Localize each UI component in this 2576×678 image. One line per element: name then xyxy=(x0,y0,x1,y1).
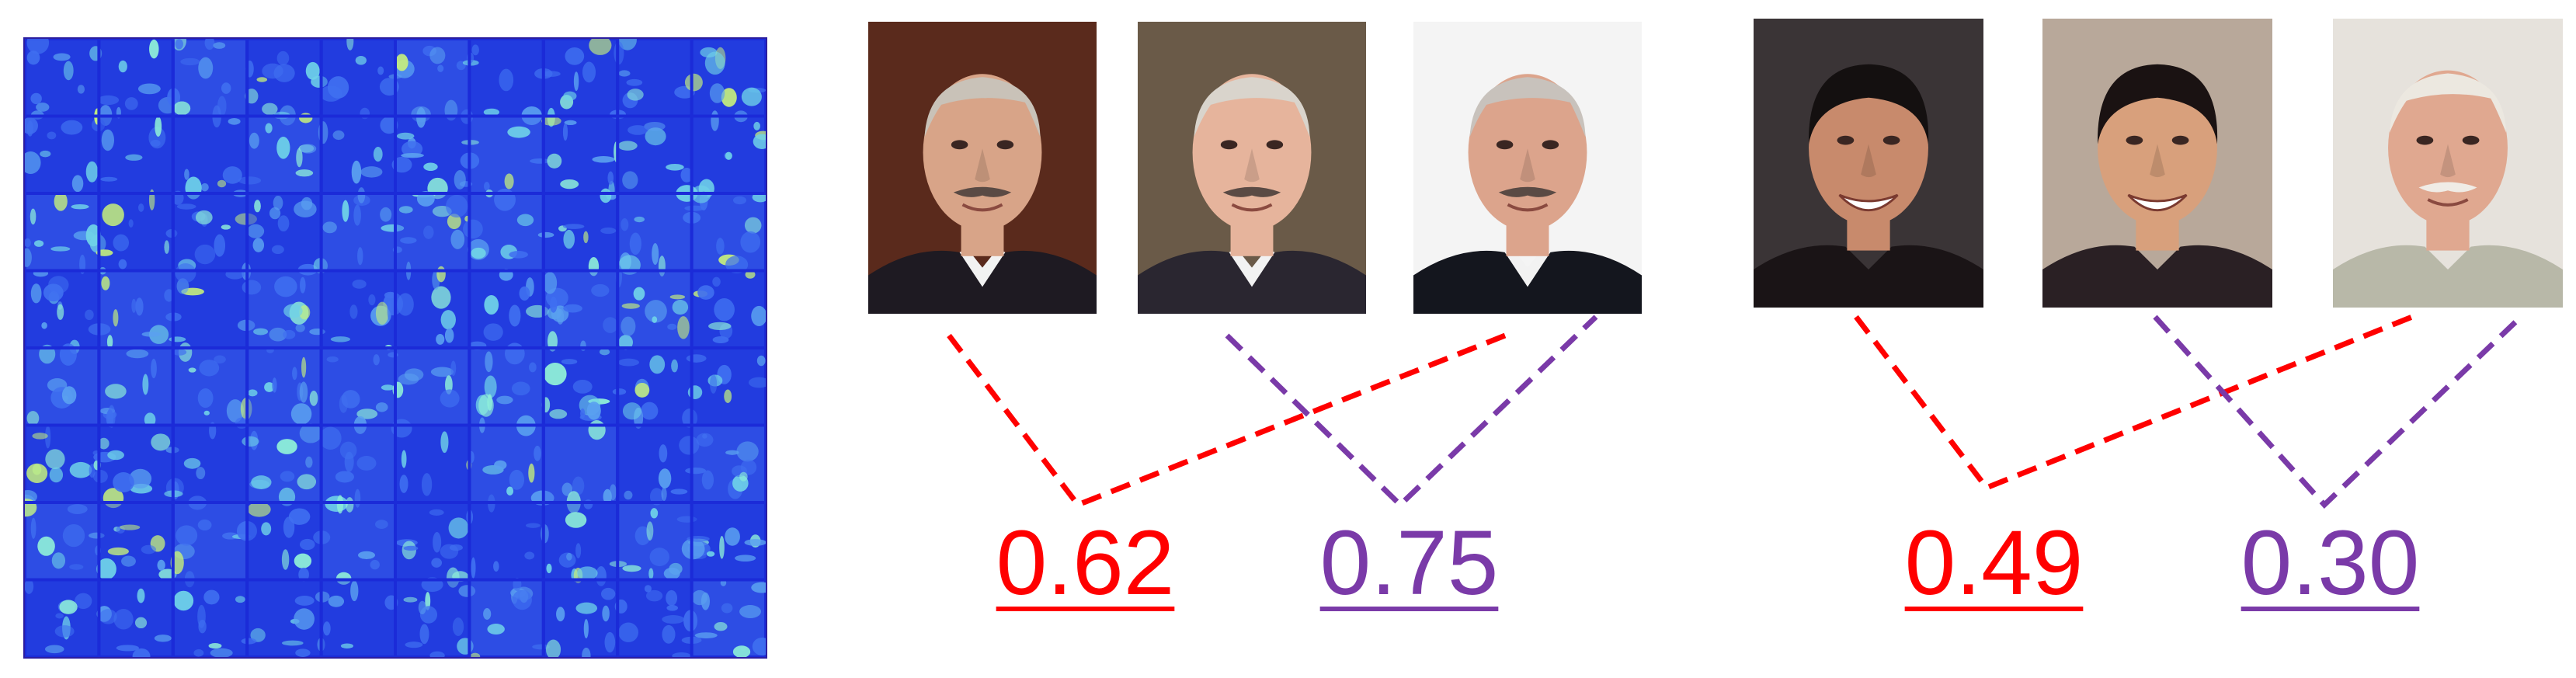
face-photo-smiling-man-1 xyxy=(1754,19,1983,308)
connector-purple-right xyxy=(2153,315,2523,509)
face-photo-older-man-1 xyxy=(868,22,1097,314)
similarity-score-red-left: 0.62 xyxy=(996,512,1175,614)
connector-red-right xyxy=(1854,314,2414,492)
connector-red-left xyxy=(947,332,1507,509)
face-photo-older-man-3 xyxy=(1413,22,1642,314)
face-photo-smiling-man-2 xyxy=(2042,19,2272,308)
heatmap-canvas xyxy=(25,39,766,657)
similarity-score-red-right: 0.49 xyxy=(1904,512,2084,614)
similarity-score-purple-left: 0.75 xyxy=(1319,512,1499,614)
face-photo-mustache-man xyxy=(2333,19,2563,308)
feature-heatmap-image xyxy=(23,37,767,659)
similarity-score-purple-right: 0.30 xyxy=(2241,512,2420,614)
connector-purple-left xyxy=(1225,315,1598,509)
face-photo-older-man-2 xyxy=(1138,22,1366,314)
